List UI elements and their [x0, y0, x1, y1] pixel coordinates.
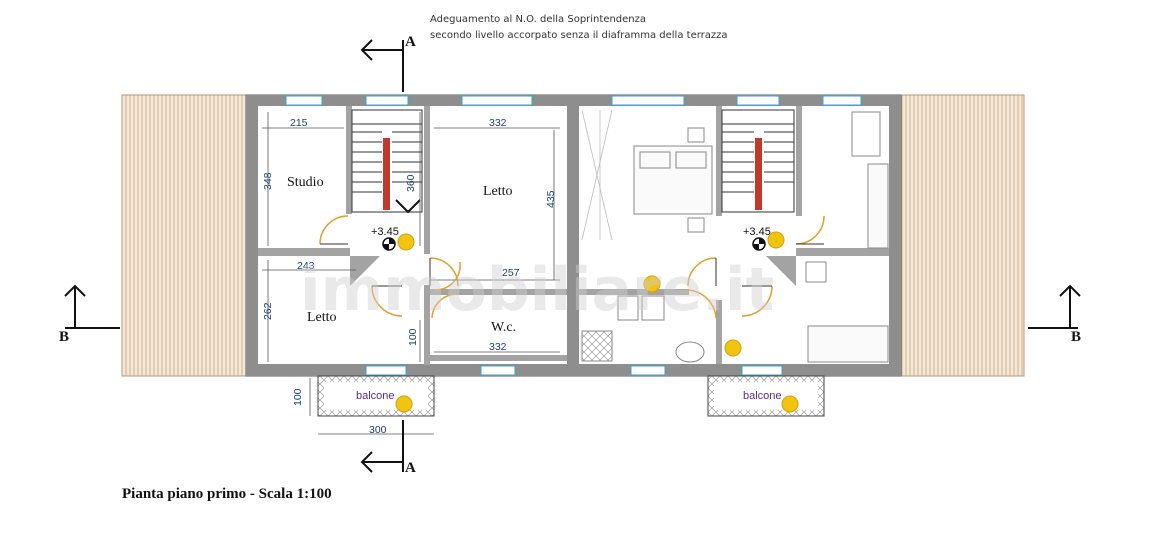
- level-right: +3.45: [743, 226, 771, 238]
- info-marker-icon[interactable]: [643, 275, 661, 293]
- interior-walls-right: [579, 106, 889, 364]
- room-letto-left: Letto: [307, 310, 337, 325]
- furniture: [581, 111, 889, 363]
- room-letto-center: Letto: [483, 184, 513, 199]
- section-a-bottom-label: A: [405, 460, 416, 476]
- dim-100-inner: 100: [407, 328, 419, 346]
- section-b-right-marker: [1028, 284, 1081, 329]
- dim-332-bottom: 332: [489, 341, 507, 353]
- dim-243: 243: [297, 260, 315, 272]
- dim-215: 215: [290, 117, 308, 129]
- dim-262: 262: [262, 302, 274, 320]
- section-a-top-marker: [360, 39, 404, 92]
- info-marker-icon[interactable]: [395, 395, 413, 413]
- info-markers[interactable]: [395, 231, 799, 413]
- dim-300: 300: [369, 424, 387, 436]
- room-studio: Studio: [287, 175, 324, 190]
- dim-435: 435: [545, 190, 557, 208]
- terrace-left: [121, 94, 247, 377]
- info-marker-icon[interactable]: [767, 231, 785, 249]
- plan-caption: Pianta piano primo - Scala 1:100: [122, 486, 332, 502]
- dim-100-balcony: 100: [292, 388, 304, 406]
- dim-348: 348: [262, 172, 274, 190]
- section-b-left-marker: [64, 284, 120, 329]
- dim-360: 360: [405, 174, 417, 192]
- room-wc: W.c.: [491, 320, 516, 335]
- level-left: +3.45: [371, 226, 399, 238]
- section-b-right-label: B: [1071, 329, 1081, 345]
- stairs-left: [351, 109, 423, 214]
- section-a-top-label: A: [405, 34, 416, 50]
- door-leaves: [320, 243, 824, 287]
- info-marker-icon[interactable]: [397, 233, 415, 251]
- stairs-right: [721, 109, 795, 213]
- exterior-walls: [245, 94, 902, 377]
- terrace-right: [900, 94, 1025, 377]
- info-marker-icon[interactable]: [724, 339, 742, 357]
- info-marker-icon[interactable]: [781, 395, 799, 413]
- label-balcone-right: balcone: [743, 390, 782, 402]
- section-a-bottom-marker: [360, 420, 404, 473]
- note-line-1: Adeguamento al N.O. della Soprintendenza: [430, 14, 646, 25]
- windows: [285, 95, 862, 376]
- dim-257: 257: [502, 267, 520, 279]
- interior-walls-left: [258, 106, 567, 365]
- section-b-left-label: B: [59, 329, 69, 345]
- level-marker-left: [382, 237, 396, 251]
- watermark: immobiliare.it: [300, 255, 774, 325]
- note-line-2: secondo livello accorpato senza il diafr…: [430, 30, 728, 41]
- dim-332-top: 332: [489, 117, 507, 129]
- dimension-lines: [262, 112, 560, 435]
- level-marker-right: [752, 237, 766, 251]
- label-balcone-left: balcone: [356, 390, 395, 402]
- ghost-lines: [581, 109, 613, 241]
- balcony-right: [707, 375, 825, 417]
